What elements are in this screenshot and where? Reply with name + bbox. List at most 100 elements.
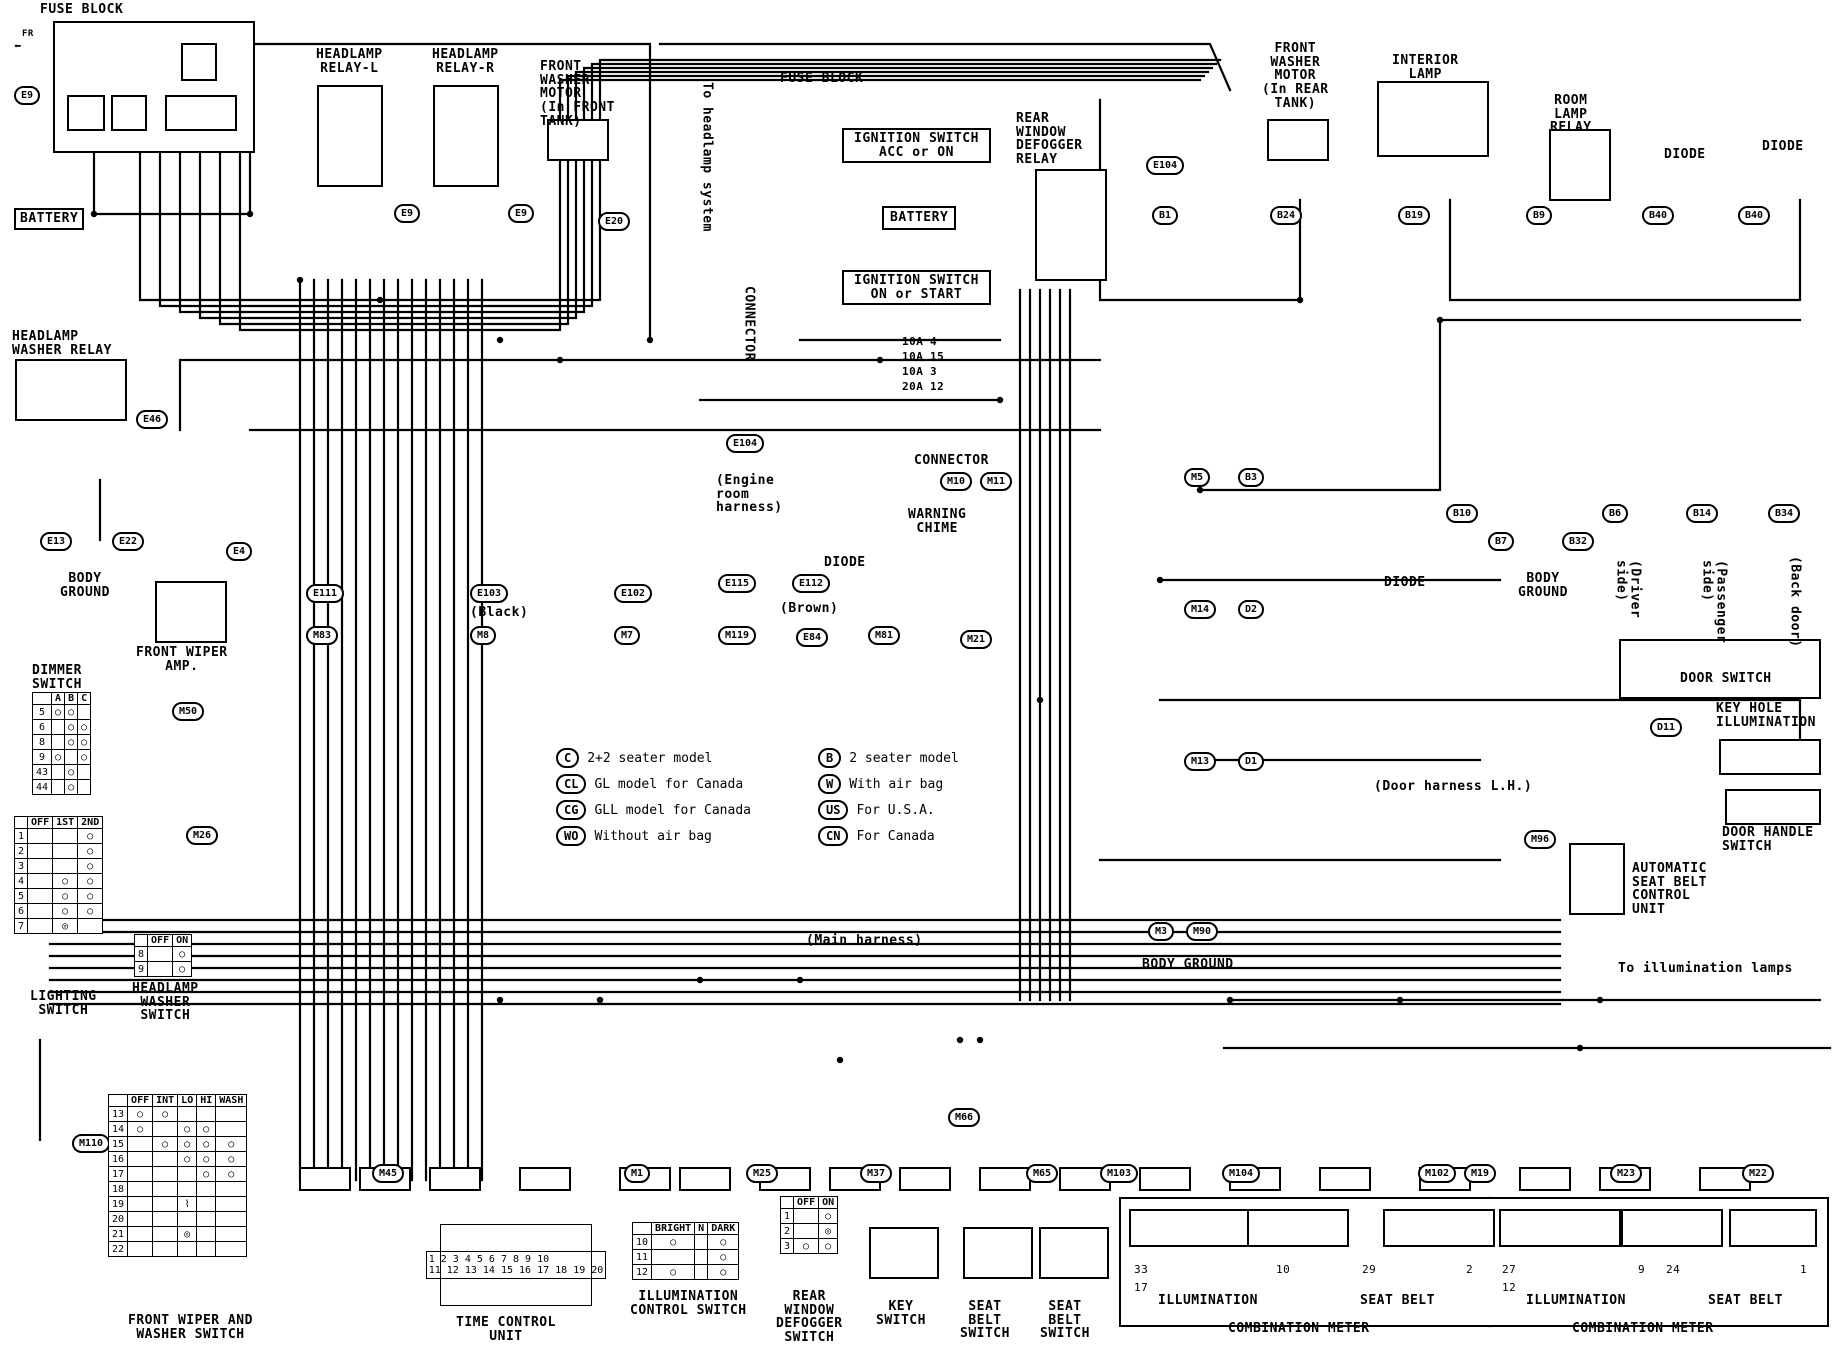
connector-id: M26 [186, 826, 219, 845]
connector-block [299, 1167, 351, 1191]
rear-window-defogger-switch-label: REAR WINDOW DEFOGGER SWITCH [776, 1289, 843, 1345]
connector-id: M7 [614, 626, 641, 645]
headlamp-washer-relay-label: HEADLAMP WASHER RELAY [12, 329, 112, 358]
connector-id: M110 [72, 1134, 111, 1153]
connector-id: M23 [1610, 1164, 1643, 1183]
battery-left-label: BATTERY [14, 208, 85, 230]
front-wiper-washer-switch-label: FRONT WIPER AND WASHER SWITCH [128, 1313, 253, 1342]
connector-id: M8 [470, 626, 497, 645]
junction-dot [1196, 486, 1204, 494]
connector-block [679, 1167, 731, 1191]
meter-connector [1621, 1209, 1723, 1247]
relay-box [1035, 169, 1107, 281]
combination-meter-2-label: COMBINATION METER [1572, 1321, 1714, 1336]
fuse-tag: 15 [930, 350, 945, 363]
junction-dot [246, 210, 254, 218]
meter-pin: 2 [1466, 1263, 1474, 1276]
front-washer-motor-rear-label: FRONT WASHER MOTOR (In REAR TANK) [1262, 41, 1329, 111]
fuse-tag: 20A [902, 380, 924, 393]
key-hole-box [1719, 739, 1821, 775]
brown-label: (Brown) [780, 601, 839, 616]
door-switch-label: DOOR SWITCH [1680, 671, 1772, 686]
seat-belt-switch-1-label: SEAT BELT SWITCH [960, 1299, 1010, 1342]
time-control-unit-label: TIME CONTROL UNIT [456, 1315, 556, 1344]
meter-connector [1729, 1209, 1817, 1247]
illumination-2-label: ILLUMINATION [1526, 1293, 1626, 1308]
connector-id: M37 [860, 1164, 893, 1183]
connector-block [519, 1167, 571, 1191]
connector-id: M10 [940, 472, 973, 491]
connector-m10-label: CONNECTOR [914, 453, 989, 468]
fuse-tag: 12 [930, 380, 945, 393]
warning-chime-label: WARNING CHIME [908, 507, 967, 536]
meter-pin: 10 [1276, 1263, 1291, 1276]
headlamp-relay-r-label: HEADLAMP RELAY-R [432, 47, 499, 76]
door-switch-frame [1619, 639, 1821, 699]
diode-3-label: DIODE [824, 555, 866, 570]
wire [92, 150, 252, 216]
rear-window-defogger-relay-label: REAR WINDOW DEFOGGER RELAY [1016, 111, 1083, 167]
meter-connector [1383, 1209, 1495, 1247]
wire [218, 74, 1206, 326]
wire [1158, 698, 1802, 742]
seat-belt-1-label: SEAT BELT [1360, 1293, 1435, 1308]
seat-belt-switch-box [963, 1227, 1033, 1279]
connector-id: B1 [1152, 206, 1179, 225]
connector-block [1319, 1167, 1371, 1191]
connector-id: M102 [1418, 1164, 1457, 1183]
connector-id: M13 [1184, 752, 1217, 771]
meter-connector [1499, 1209, 1621, 1247]
wire [1448, 198, 1802, 302]
connector-id: E20 [598, 212, 631, 231]
fuse-block-box [53, 21, 255, 153]
body-ground-3-label: BODY GROUND [1142, 957, 1234, 972]
seat-belt-unit-box [1569, 843, 1625, 915]
connector-id: B19 [1398, 206, 1431, 225]
dimmer-switch-label: DIMMER SWITCH [32, 663, 82, 692]
diode-1-label: DIODE [1664, 147, 1706, 162]
connector-id: E84 [796, 628, 829, 647]
connector-id: E9 [508, 204, 535, 223]
relay-box [1549, 129, 1611, 201]
automatic-seat-belt-label: AUTOMATIC SEAT BELT CONTROL UNIT [1632, 861, 1707, 917]
junction-dot [496, 336, 504, 344]
key-switch-label: KEY SWITCH [876, 1299, 926, 1328]
room-lamp-relay-label: ROOM LAMP RELAY [1550, 93, 1592, 136]
connector-id: M90 [1186, 922, 1219, 941]
fuse-tag: 10A [902, 335, 924, 348]
connector-id: E115 [718, 574, 757, 593]
connector-id: E111 [306, 584, 345, 603]
connector-id: M22 [1742, 1164, 1775, 1183]
meter-pin: 27 [1502, 1263, 1517, 1276]
junction-dot [1576, 1044, 1584, 1052]
meter-pin: 33 [1134, 1263, 1149, 1276]
connector-id: B34 [1768, 504, 1801, 523]
relay-box [317, 85, 383, 187]
meter-pin: 17 [1134, 1281, 1149, 1294]
connector-id: M83 [306, 626, 339, 645]
connector-vertical-label: CONNECTOR [741, 286, 757, 361]
door-harness-label: (Door harness L.H.) [1374, 779, 1533, 794]
junction-dot [1296, 296, 1304, 304]
junction-dot [876, 356, 884, 364]
body-ground-2-label: BODY GROUND [1518, 571, 1568, 600]
junction-dot [596, 996, 604, 1004]
driver-side-label: (Driver side) [1613, 560, 1643, 619]
junction-dot [496, 996, 504, 1004]
fuse-tag: 4 [930, 335, 938, 348]
meter-pin: 1 [1800, 1263, 1808, 1276]
connector-id: M119 [718, 626, 757, 645]
connector-id: E9 [394, 204, 421, 223]
engine-room-harness-label: (Engine room harness) [716, 473, 783, 516]
ignition-acc-label: IGNITION SWITCH ACC or ON [842, 128, 991, 164]
meter-pin: 12 [1502, 1281, 1517, 1294]
connector-id: M65 [1026, 1164, 1059, 1183]
junction-dot [90, 210, 98, 218]
fuse-tag: 10A [902, 365, 924, 378]
